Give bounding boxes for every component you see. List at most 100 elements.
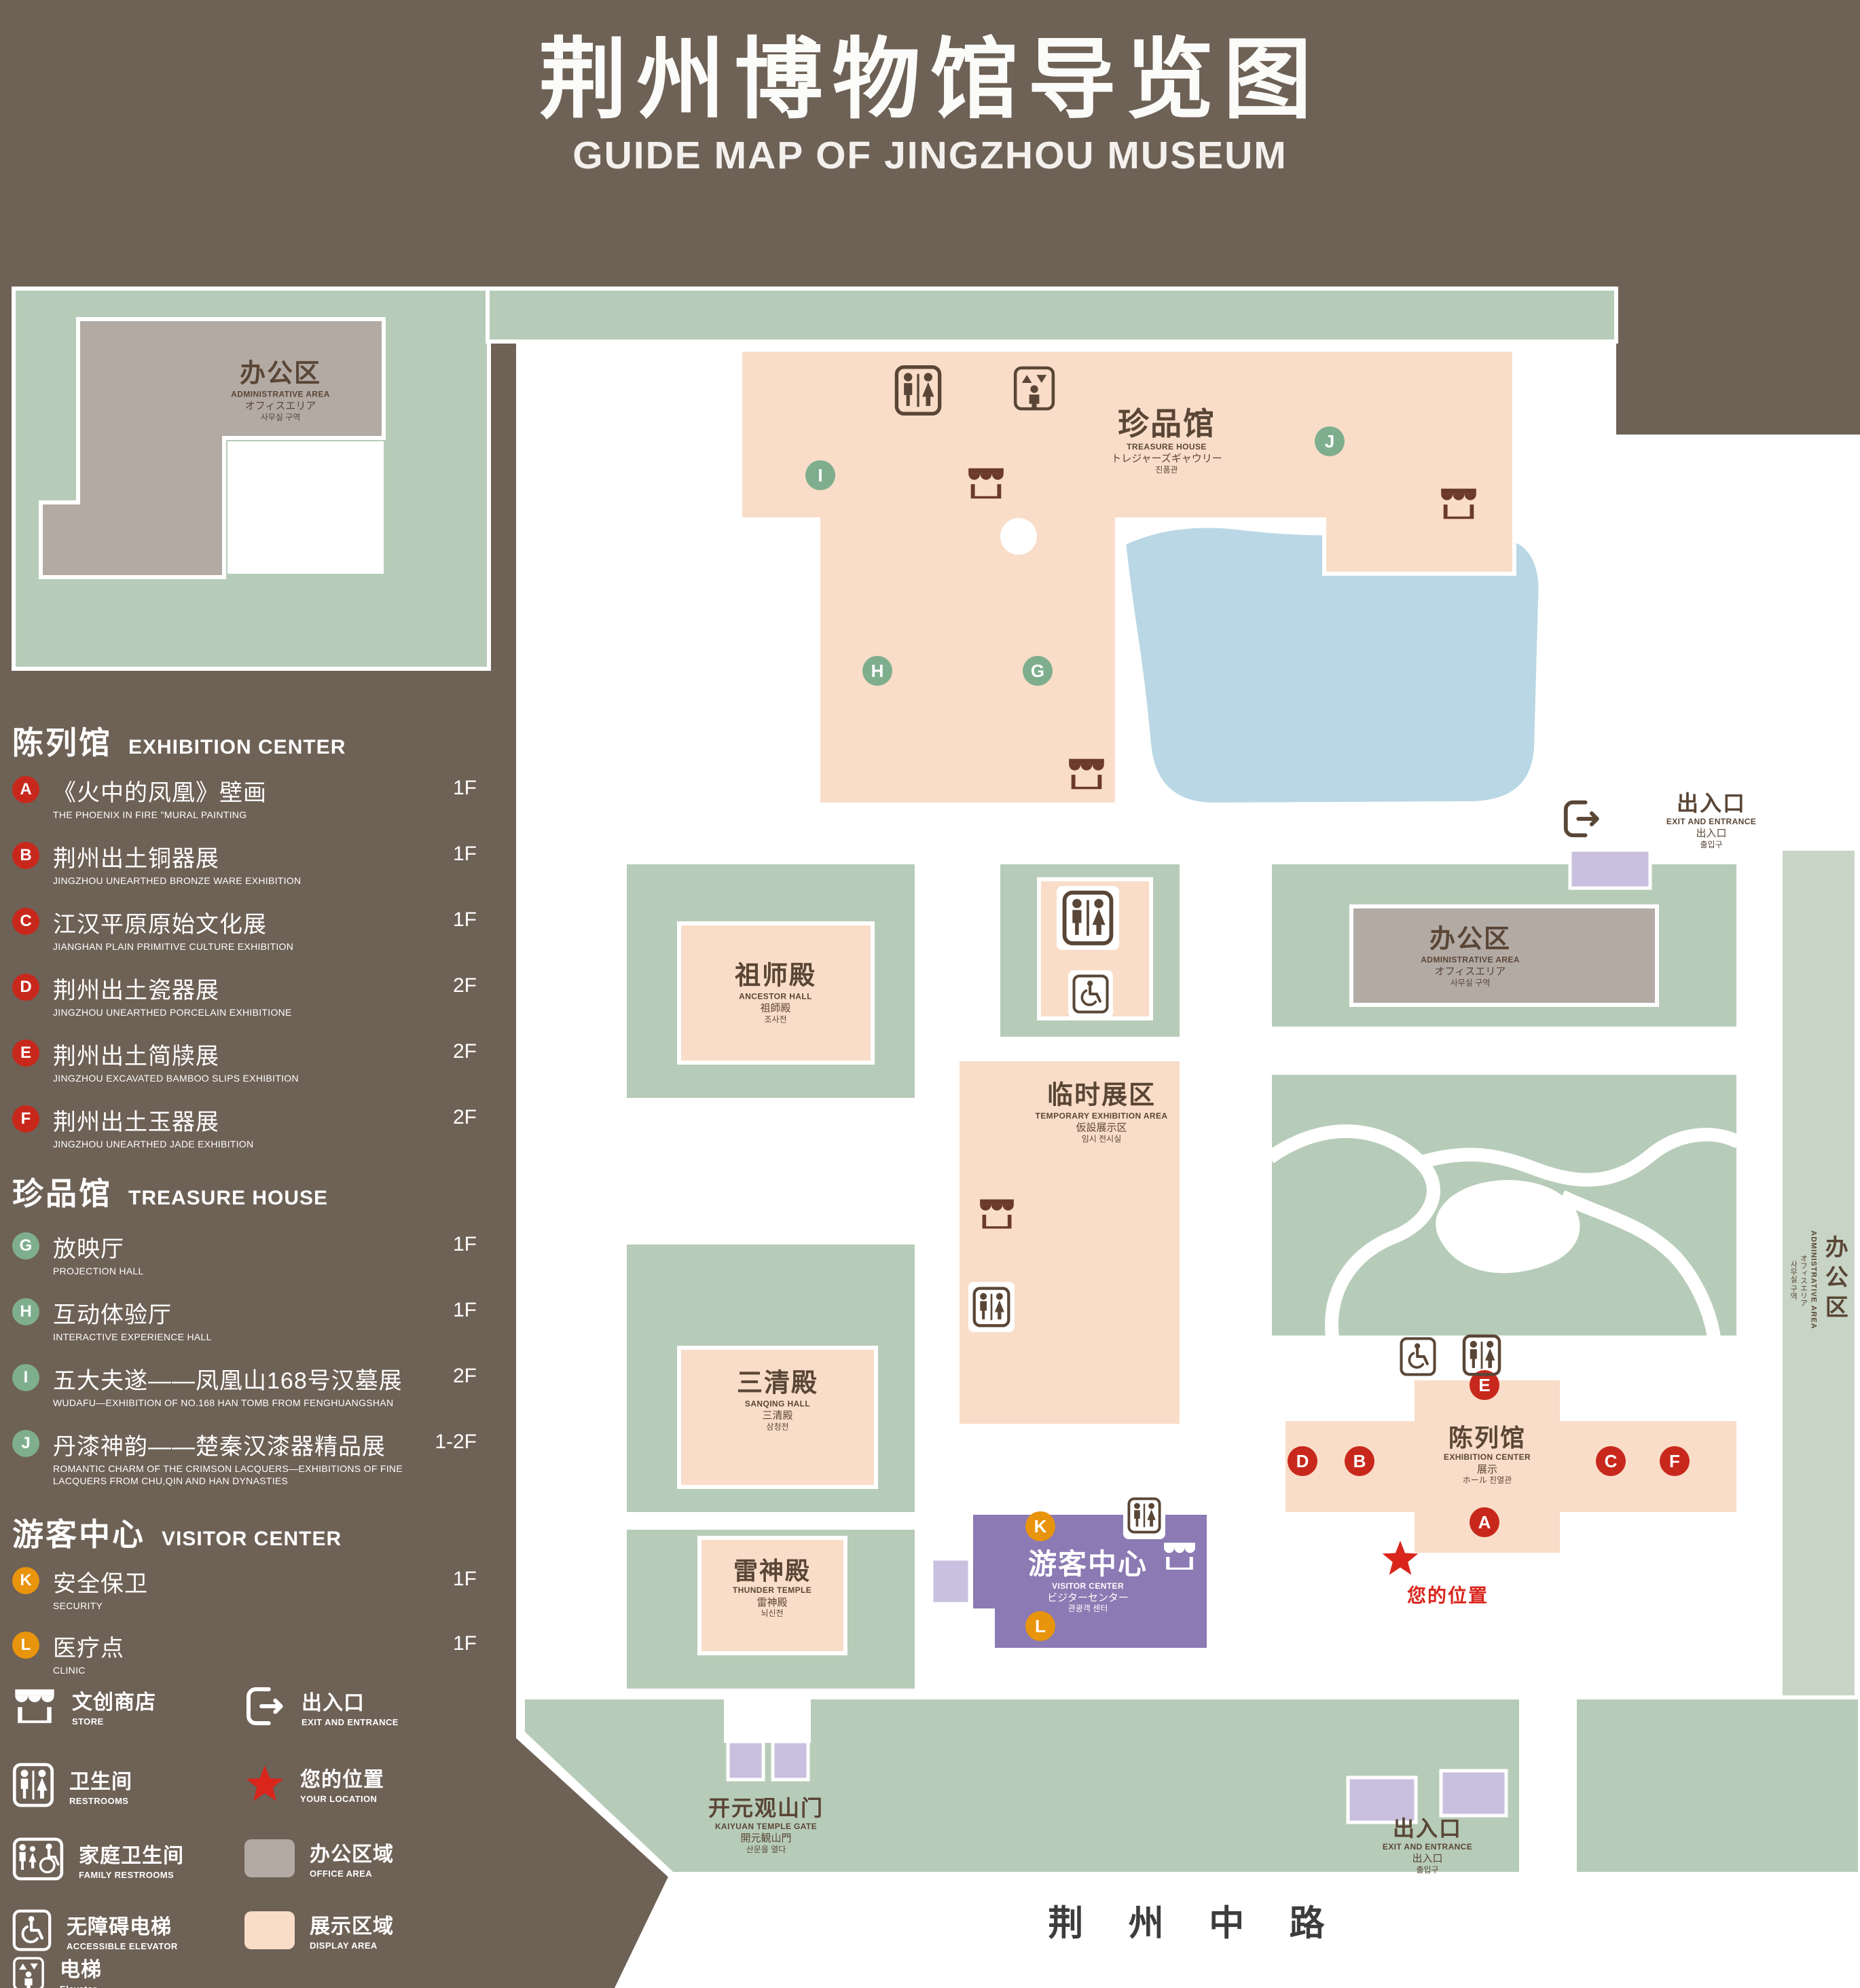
exit-bottom-building-left: [1346, 1775, 1418, 1824]
marker-h: H: [12, 1298, 39, 1325]
map-marker-d: D: [1288, 1446, 1317, 1476]
exit-icon: [244, 1685, 287, 1727]
restroom-icon: [12, 1763, 54, 1807]
restroom-icon: [1123, 1492, 1165, 1539]
your-location-star: [1381, 1540, 1419, 1577]
building-treasure-house: [738, 348, 1516, 807]
marker-a: A: [12, 776, 39, 803]
legend-item-c: C 江汉平原原始文化展 JIANGHAN PLAIN PRIMITIVE CUL…: [12, 906, 496, 953]
legend-symbol-store: 文创商店 STORE: [12, 1685, 156, 1727]
garden-path-2: [1419, 1128, 1742, 1187]
label-visitor-center: 游客中心 VISITOR CENTER ビジターセンター 관광객 센터: [1027, 1548, 1148, 1614]
marker-k: K: [12, 1567, 39, 1594]
restroom-icon: [1459, 1334, 1504, 1376]
legend-item-e: E 荆州出土简牍展 JINGZHOU EXCAVATED BAMBOO SLIP…: [12, 1037, 496, 1085]
store-icon: [1066, 756, 1107, 792]
plaza-circle: [1000, 518, 1037, 555]
map-marker-j: J: [1315, 426, 1345, 456]
building-temporary-exhibition: [955, 1057, 1184, 1428]
marker-b: B: [12, 842, 39, 869]
building-small-purple: [930, 1557, 972, 1606]
path-exit-bottom: [1519, 1695, 1577, 1876]
marker-c: C: [12, 908, 39, 935]
label-exit-right: 出入口 EXIT AND ENTRANCE 出入口 출입구: [1666, 791, 1757, 849]
legend-symbol-display-area: 展示区域 DISPLAY AREA: [244, 1909, 394, 1951]
map-marker-g: G: [1023, 656, 1053, 686]
your-location-star: [244, 1765, 285, 1803]
legend-symbol-exit: 出入口 EXIT AND ENTRANCE: [244, 1685, 399, 1727]
legend-section-treasure-house: 珍品馆 TREASURE HOUSE: [12, 1176, 329, 1211]
label-exhibition-center: 陈列馆 EXHIBITION CENTER 展示 ホール 진열관: [1443, 1423, 1531, 1486]
building-exhibition-center: [1281, 1376, 1740, 1557]
map-marker-h: H: [862, 656, 892, 686]
marker-l: L: [12, 1632, 39, 1659]
legend-item-j: J 丹漆神韵——楚秦汉漆器精品展 ROMANTIC CHARM OF THE C…: [12, 1428, 496, 1487]
building-exit-right: [1568, 848, 1652, 890]
office-area-swatch: [244, 1839, 295, 1877]
legend-item-g: G 放映厅 PROJECTION HALL 1F: [12, 1230, 496, 1278]
building-sanqing-hall: [677, 1346, 878, 1489]
garden-path-1: [1266, 1124, 1440, 1339]
marker-i: I: [12, 1364, 39, 1391]
elevator-icon: [1013, 366, 1055, 411]
garden-path-3: [1558, 1190, 1721, 1339]
label-exit-bottom: 出入口 EXIT AND ENTRANCE 出入口 출입구: [1382, 1816, 1473, 1875]
map-marker-c: C: [1596, 1446, 1626, 1476]
accessible-elevator-icon: [1400, 1337, 1436, 1376]
legend-item-i: I 五大夫遂——凤凰山168号汉墓展 WUDAFU—EXHIBITION OF …: [12, 1362, 496, 1410]
label-your-location: 您的位置: [1406, 1585, 1489, 1606]
page-subtitle: GUIDE MAP OF JINGZHOU MUSEUM: [572, 134, 1288, 177]
path-gate: [724, 1695, 811, 1743]
area-grounds-topband: [486, 287, 1618, 344]
exit-icon: [1562, 798, 1603, 839]
map-marker-b: B: [1345, 1446, 1374, 1476]
map-marker-a: A: [1470, 1507, 1499, 1537]
building-ancestor-hall: [677, 921, 875, 1065]
gate-building-left: [726, 1740, 765, 1782]
map-marker-i: I: [805, 460, 835, 490]
legend-symbol-accessible-elevator: 无障碍电梯 ACCESSIBLE ELEVATOR: [12, 1909, 178, 1951]
store-icon: [1161, 1540, 1198, 1572]
marker-g: G: [12, 1232, 39, 1259]
map-marker-f: F: [1660, 1446, 1690, 1476]
legend-item-h: H 互动体验厅 INTERACTIVE EXPERIENCE HALL 1F: [12, 1296, 496, 1344]
label-road: 荆 州 中 路: [1048, 1904, 1343, 1944]
accessible-elevator-icon: [12, 1909, 52, 1951]
marker-e: E: [12, 1039, 39, 1067]
legend-section-visitor-center: 游客中心 VISITOR CENTER: [12, 1517, 342, 1552]
restroom-icon: [968, 1282, 1015, 1332]
store-icon: [966, 465, 1006, 502]
legend-item-a: A 《火中的凤凰》壁画 THE PHOENIX IN FIRE "MURAL P…: [12, 774, 496, 822]
legend-item-k: K 安全保卫 SECURITY 1F: [12, 1565, 496, 1613]
page-title: 荆州博物馆导览图: [539, 30, 1321, 129]
restroom-icon: [894, 365, 942, 416]
restroom-icon: [1057, 886, 1119, 950]
legend-item-b: B 荆州出土铜器展 JINGZHOU UNEARTHED BRONZE WARE…: [12, 840, 496, 887]
legend-item-f: F 荆州出土玉器展 JINGZHOU UNEARTHED JADE EXHIBI…: [12, 1103, 496, 1151]
store-icon: [977, 1196, 1017, 1232]
display-area-swatch: [244, 1911, 295, 1949]
garden-pond-white: [1436, 1180, 1580, 1274]
label-admin-top: 办公区 ADMINISTRATIVE AREA オフィスエリア 사무실 구역: [231, 359, 330, 422]
label-treasure-house: 珍品馆 TREASURE HOUSE トレジャーズギャウリー 진품관: [1111, 405, 1222, 475]
building-thunder-temple: [697, 1536, 847, 1655]
legend-symbol-office-area: 办公区域 OFFICE AREA: [244, 1837, 394, 1879]
family-restroom-icon: [12, 1837, 64, 1881]
legend-section-exhibition-center: 陈列馆 EXHIBITION CENTER: [12, 725, 346, 760]
accessible-restroom-icon: [1068, 970, 1113, 1018]
building-admin-right: [1349, 904, 1659, 1007]
legend-item-d: D 荆州出土瓷器展 JINGZHOU UNEARTHED PORCELAIN E…: [12, 972, 496, 1019]
pond: [1121, 523, 1543, 807]
legend-item-l: L 医疗点 CLINIC 1F: [12, 1630, 496, 1677]
marker-f: F: [12, 1105, 39, 1133]
road-jingzhou-middle: [615, 1875, 1860, 1988]
marker-j: J: [12, 1430, 39, 1457]
label-sanqing-hall: 三清殿 SANQING HALL 三清殿 삼청전: [736, 1369, 819, 1432]
building-admin-topleft: [39, 317, 386, 579]
map-marker-l: L: [1025, 1611, 1055, 1641]
legend-symbol-family-restrooms: 家庭卫生间 FAMILY RESTROOMS: [12, 1837, 184, 1881]
label-admin-right: 办公区 ADMINISTRATIVE AREA オフィスエリア 사무실 구역: [1421, 925, 1520, 988]
legend-symbol-restrooms: 卫生间 RESTROOMS: [12, 1763, 132, 1807]
label-thunder-temple: 雷神殿 THUNDER TEMPLE 雷神殿 뇌신전: [732, 1556, 812, 1619]
map-marker-k: K: [1025, 1511, 1055, 1541]
